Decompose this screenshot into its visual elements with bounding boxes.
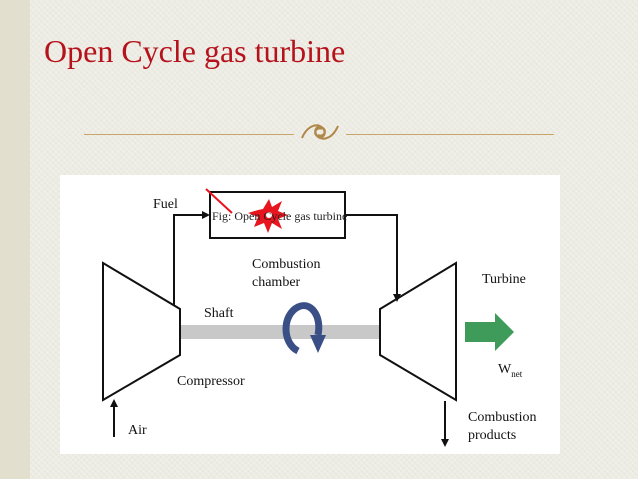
shaft-label: Shaft <box>204 306 234 321</box>
compressor <box>102 261 181 402</box>
rotation-arrow-icon <box>282 302 326 355</box>
net-work-output-arrow <box>465 313 514 351</box>
compressor-label: Compressor <box>177 374 245 389</box>
combustion-products-label-line2: products <box>468 428 516 443</box>
turbine-label: Turbine <box>482 272 526 287</box>
title-divider-right <box>346 134 554 135</box>
flame-core <box>266 212 272 218</box>
combustion-products-label-line1: Combustion <box>468 410 536 425</box>
net-work-label: Wnet <box>498 362 523 379</box>
left-decorative-band <box>0 0 30 479</box>
flourish-ornament-icon <box>301 124 339 140</box>
slide-title: Open Cycle gas turbine <box>44 33 346 69</box>
flow-compressor-to-chamber <box>173 211 210 305</box>
fuel-injector-line <box>205 188 233 214</box>
figure-panel: Fuel Combustion chamber Shaft Turbine Co… <box>60 175 560 454</box>
air-label: Air <box>128 423 147 438</box>
figure-caption: Fig: Open Cycle gas turbine <box>212 209 347 223</box>
gas-turbine-diagram: Fuel Combustion chamber Shaft Turbine Co… <box>102 188 536 447</box>
title-divider-left <box>84 134 294 135</box>
fuel-label: Fuel <box>153 197 178 212</box>
turbine <box>379 261 457 402</box>
combustion-chamber-label-line1: Combustion <box>252 257 320 272</box>
flow-chamber-to-turbine <box>345 214 401 302</box>
combustion-chamber-label-line2: chamber <box>252 275 301 290</box>
